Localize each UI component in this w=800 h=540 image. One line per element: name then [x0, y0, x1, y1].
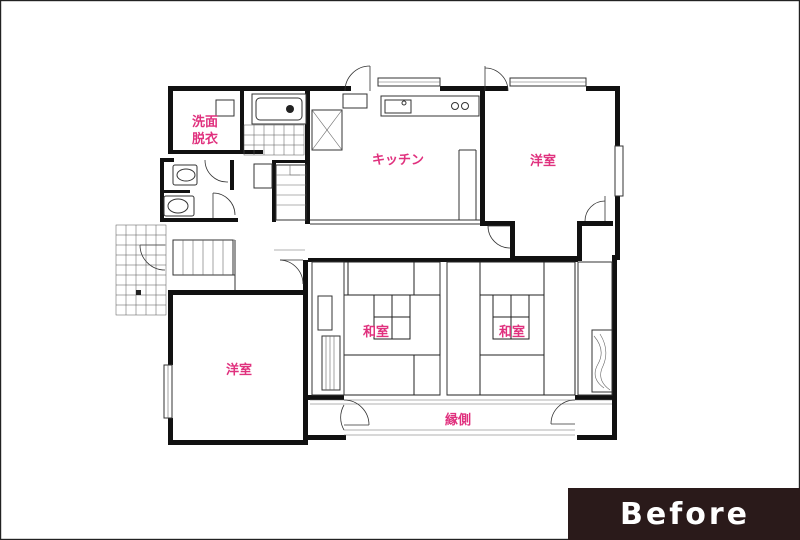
- western-room-lower-label: 洋室: [226, 362, 252, 378]
- kitchen-label: キッチン: [372, 153, 424, 168]
- bath-fixtures: [163, 93, 307, 217]
- staircase: [172, 164, 307, 276]
- washroom-label-line1: 洗面: [192, 114, 218, 130]
- pantry: [311, 109, 343, 151]
- veranda-label: 縁側: [445, 412, 471, 428]
- japanese-room-right-label: 和室: [499, 324, 525, 340]
- washroom-label-line2: 脱衣: [192, 131, 218, 147]
- entrance-tiles: [115, 224, 167, 316]
- before-badge-background: [568, 488, 800, 540]
- windows: [163, 77, 624, 419]
- wash-basin: [215, 99, 235, 117]
- kitchen-fixtures: [311, 93, 480, 151]
- before-badge-label: Before: [620, 497, 750, 532]
- stove-burner: [451, 102, 459, 110]
- fridge: [342, 93, 368, 109]
- western-room-upper-label: 洋室: [530, 153, 556, 169]
- room-labels: 洗面 脱衣 キッチン 洋室 和室 和室 洋室 縁側: [192, 114, 556, 428]
- japanese-room-left-label: 和室: [363, 324, 389, 340]
- interior-lines: [173, 149, 612, 436]
- hand-basin: [253, 163, 273, 189]
- walls: [160, 86, 620, 445]
- before-badge: Before: [568, 488, 800, 540]
- japanese-rooms: [311, 261, 613, 396]
- kitchen-sink: [384, 99, 412, 114]
